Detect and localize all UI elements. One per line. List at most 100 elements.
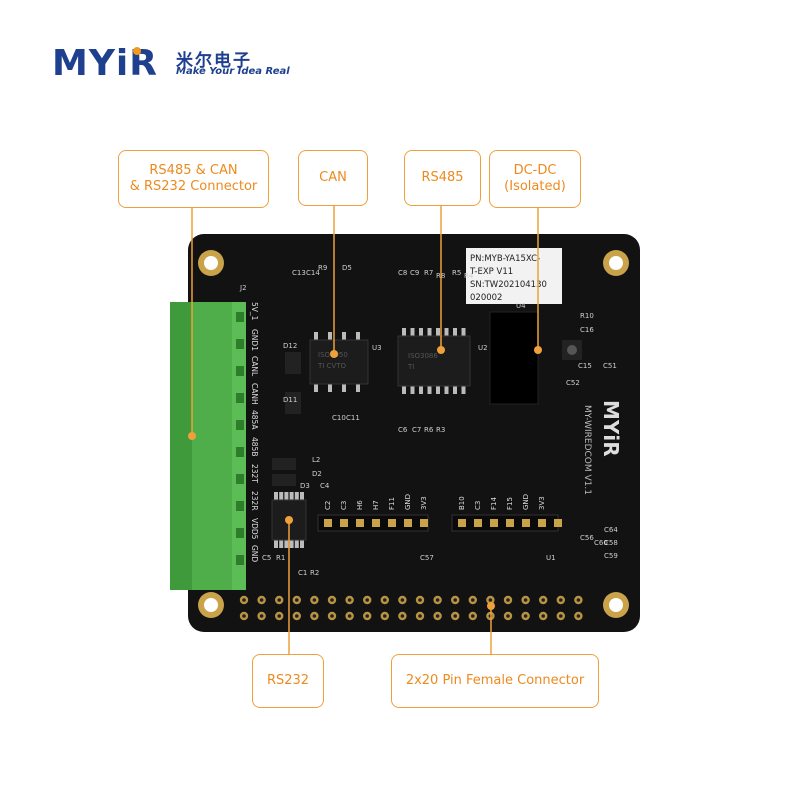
- ref-designator: U1: [546, 554, 556, 562]
- ref-designator: C1: [298, 569, 307, 577]
- terminal-screw: [236, 339, 244, 349]
- terminal-label: 485B: [250, 437, 259, 456]
- header-pin: [506, 519, 514, 527]
- terminal-block: [170, 302, 246, 590]
- silk-brand: MYiR: [599, 400, 623, 457]
- terminal-screw: [236, 366, 244, 376]
- ref-designator: R1: [276, 554, 285, 562]
- terminal-label: VDD5: [250, 518, 259, 540]
- header-pin: [538, 519, 546, 527]
- terminal-screw: [236, 447, 244, 457]
- mounting-holes: [198, 250, 629, 618]
- bottom-pin-header: [239, 595, 583, 621]
- ref-designator: J2: [239, 284, 247, 292]
- terminal-screw: [236, 312, 244, 322]
- ref-designator: D5: [342, 264, 352, 272]
- ref-designator: C11: [346, 414, 360, 422]
- callout-pin-header: 2x20 Pin Female Connector: [391, 654, 599, 708]
- ref-designator: C64: [604, 526, 618, 534]
- logo-tagline: Make Your Idea Real: [176, 66, 290, 77]
- logo-dot: [133, 47, 141, 55]
- ref-designator: R4: [464, 272, 474, 280]
- sticker-line-3: SN:TW202104130: [470, 280, 547, 290]
- right-gpio-header: [451, 514, 562, 532]
- ref-designator: C16: [580, 326, 594, 334]
- header-label: C2: [324, 501, 332, 510]
- ref-designator: C6: [398, 426, 408, 434]
- dcdc-module: [489, 311, 539, 405]
- terminal-screw: [236, 501, 244, 511]
- header-pin: [340, 519, 348, 527]
- ref-designator: D3: [300, 482, 310, 490]
- callout-dots: [188, 346, 542, 610]
- silk-board-name: MY-WIREDCOM V1.1: [582, 405, 592, 495]
- ref-designator: C7: [412, 426, 421, 434]
- ref-designator: R2: [310, 569, 319, 577]
- ref-designator: L2: [312, 456, 320, 464]
- header-label: C3: [340, 501, 348, 510]
- terminal-label: GND: [250, 545, 259, 562]
- ref-designator: C56: [580, 534, 594, 542]
- terminal-label: 232T: [250, 464, 259, 483]
- header-label: C3: [474, 501, 482, 510]
- ref-designator: C10: [332, 414, 346, 422]
- ref-designator: C52: [566, 379, 580, 387]
- ref-designator: U3: [372, 344, 382, 352]
- terminal-screw: [236, 420, 244, 430]
- header-pin: [490, 519, 498, 527]
- callout-leaders: [191, 205, 539, 655]
- header-label: GND: [404, 494, 412, 510]
- callout-rs232: RS232: [252, 654, 324, 708]
- ref-designator: D12: [283, 342, 297, 350]
- sticker-line-1: PN:MYB-YA15XC-: [470, 254, 540, 264]
- ref-designator: U2: [478, 344, 488, 352]
- terminal-label: GND1: [250, 329, 259, 351]
- header-pin: [420, 519, 428, 527]
- terminal-label: 485A: [250, 410, 259, 430]
- header-pin: [522, 519, 530, 527]
- ref-designator: C9: [410, 269, 419, 277]
- header-pin: [458, 519, 466, 527]
- terminal-screw: [236, 528, 244, 538]
- header-label: B10: [458, 496, 466, 510]
- svg-text:TI CVTO: TI CVTO: [317, 362, 347, 370]
- ref-designator: R10: [580, 312, 594, 320]
- header-label: F14: [490, 497, 498, 510]
- terminal-screw: [236, 393, 244, 403]
- callout-rs485: RS485: [404, 150, 481, 206]
- sticker-line-4: 020002: [470, 293, 502, 303]
- diode-d12: [285, 352, 301, 374]
- header-pin: [324, 519, 332, 527]
- ref-designator: D2: [312, 470, 322, 478]
- terminal-label: 232R: [250, 491, 259, 511]
- header-pin: [356, 519, 364, 527]
- myir-logo: MYiR 米尔电子 Make Your Idea Real: [52, 44, 292, 84]
- serial-sticker: [466, 248, 562, 304]
- terminal-label: CANL: [250, 356, 259, 377]
- ref-designator: R7: [424, 269, 433, 277]
- header-pin: [554, 519, 562, 527]
- callout-dcdc: DC-DC (Isolated): [489, 150, 581, 208]
- header-label: 3V3: [420, 496, 428, 510]
- terminal-screw: [236, 474, 244, 484]
- ref-designator: U4: [516, 302, 526, 310]
- callout-can: CAN: [298, 150, 368, 206]
- ref-designator: C5: [262, 554, 271, 562]
- rs485-transceiver-chip: ISO3086 TI: [397, 328, 471, 394]
- left-gpio-header: [317, 514, 429, 532]
- header-pin: [372, 519, 380, 527]
- ref-designator: R3: [436, 426, 445, 434]
- header-pin: [474, 519, 482, 527]
- ref-designator: C15: [578, 362, 592, 370]
- terminal-screw: [236, 555, 244, 565]
- svg-text:TI: TI: [407, 363, 414, 371]
- header-pin: [404, 519, 412, 527]
- ref-designator: C59: [604, 552, 618, 560]
- header-label: 3V3: [538, 496, 546, 510]
- header-label: H7: [372, 500, 380, 510]
- header-pin: [388, 519, 396, 527]
- can-transceiver-chip: ISO1050 TI CVTO: [309, 332, 369, 392]
